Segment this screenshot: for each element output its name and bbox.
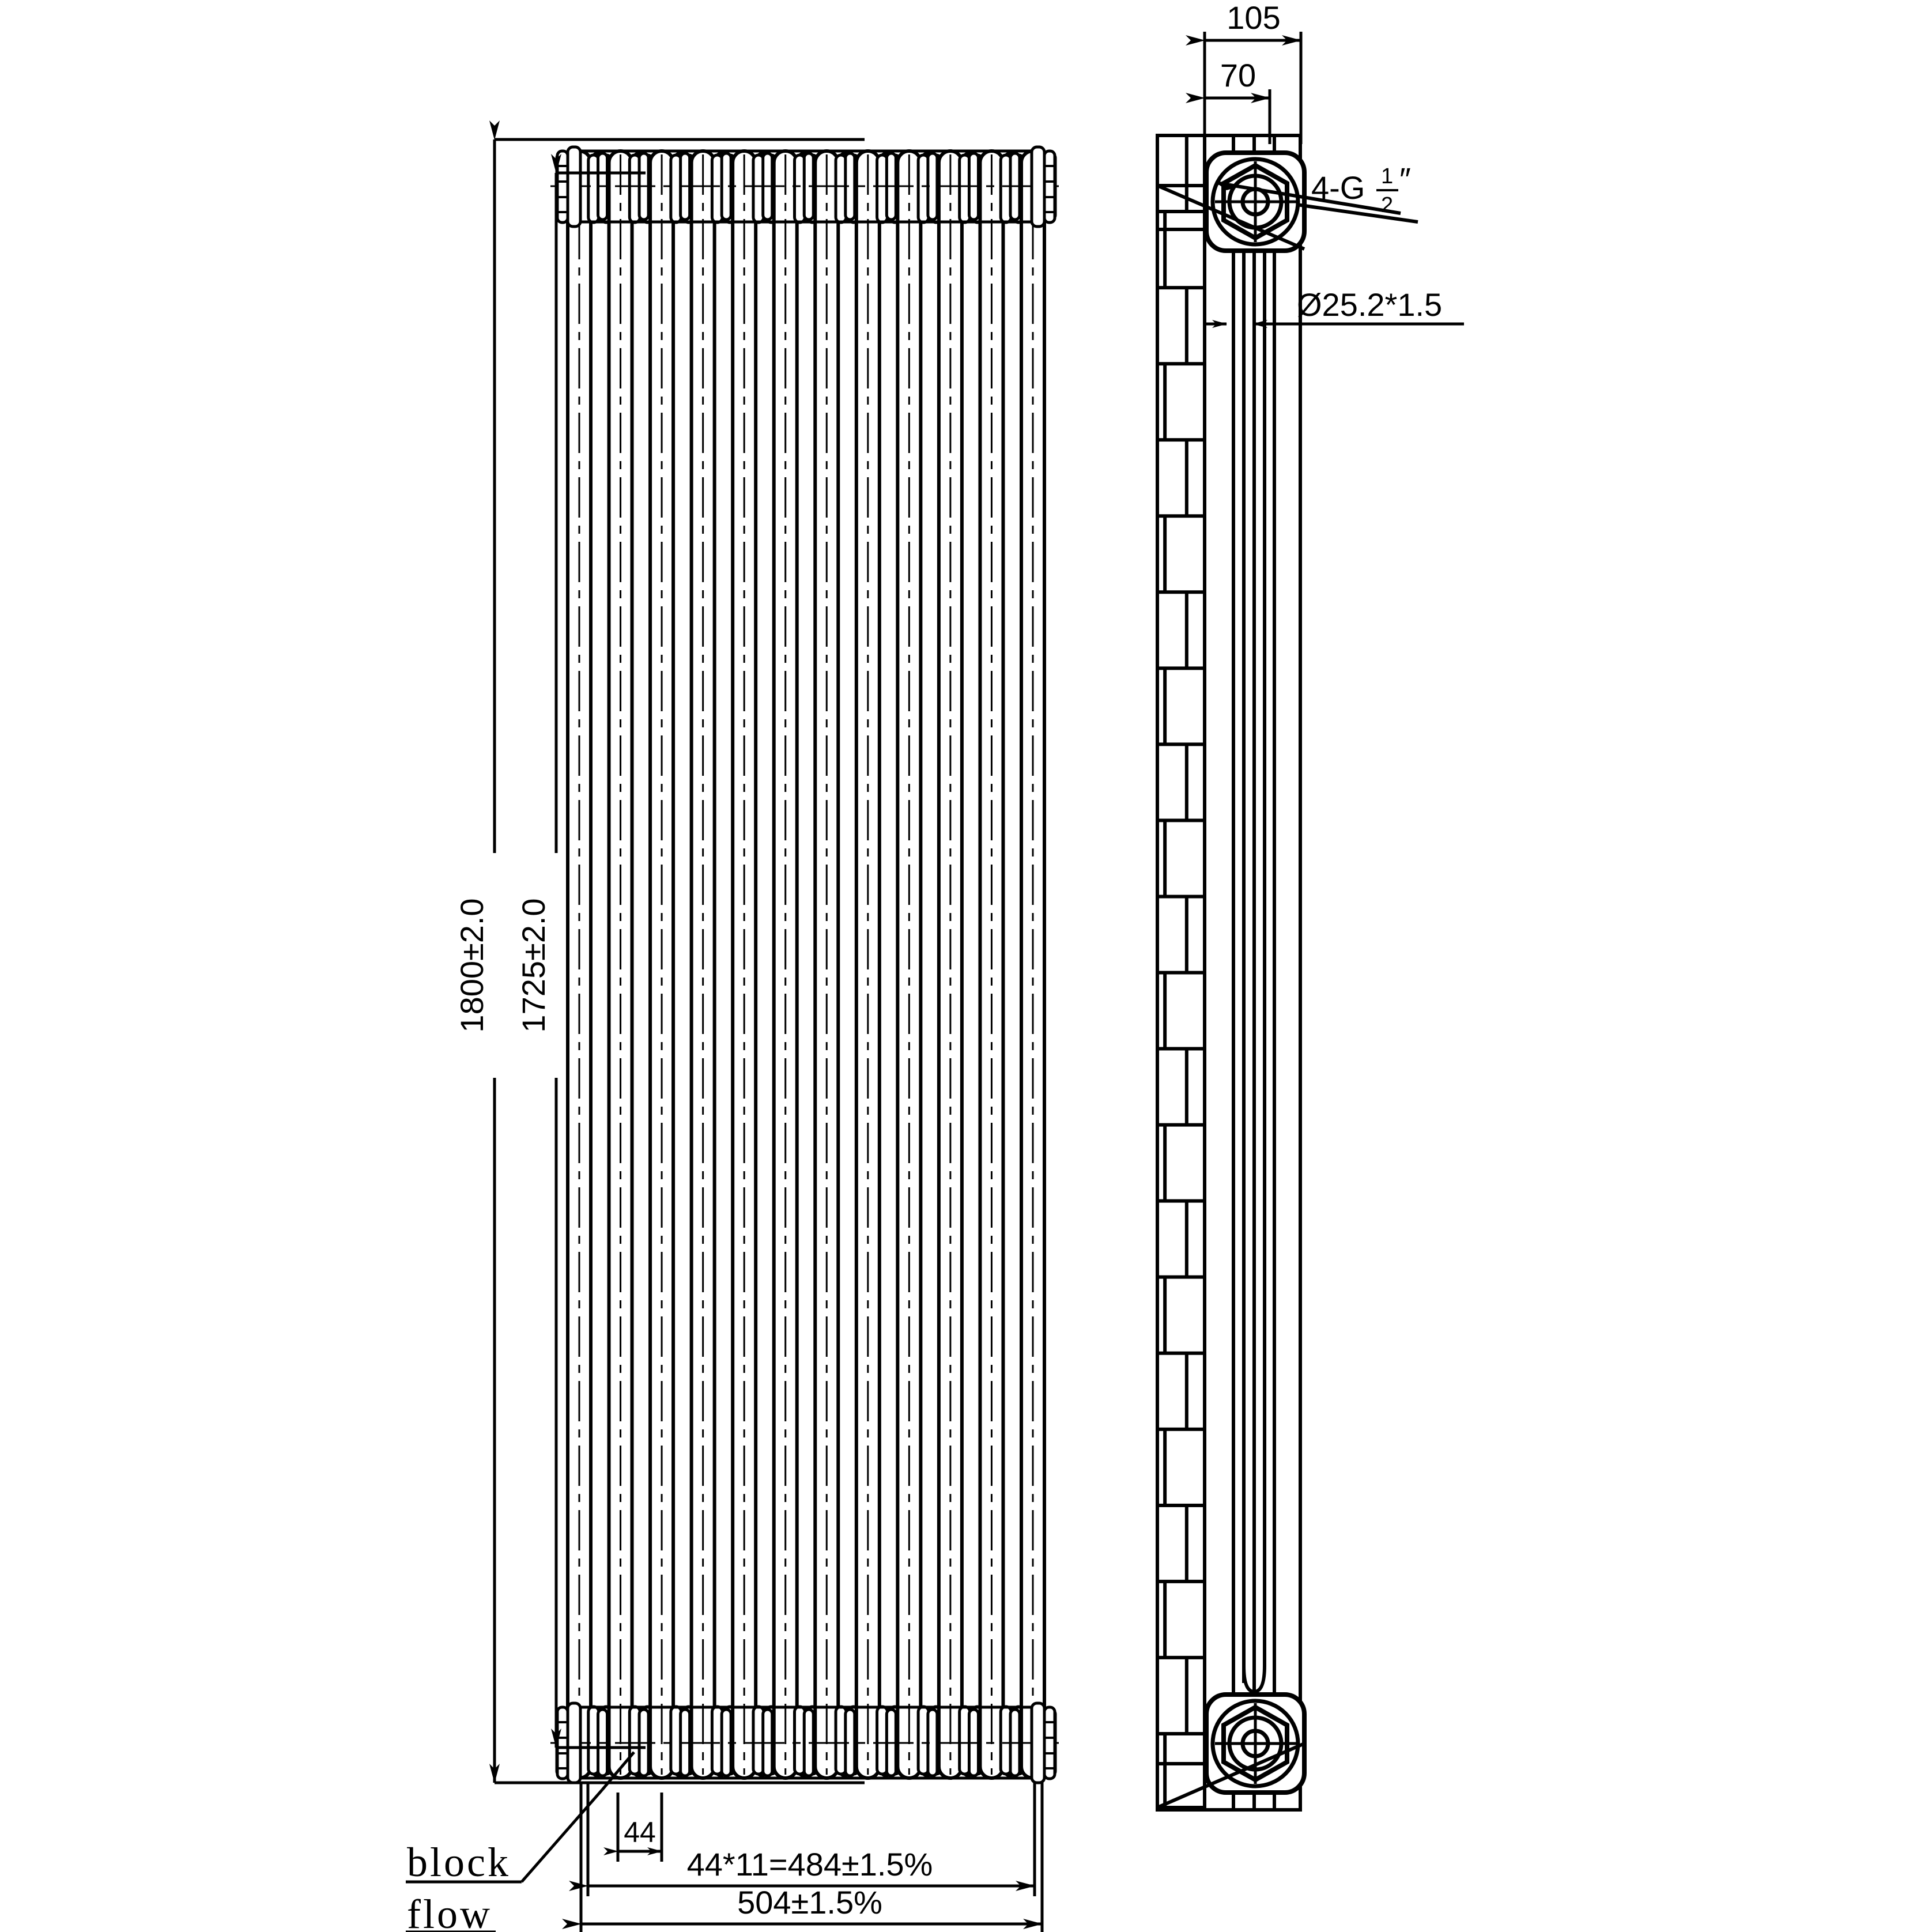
right-end-cap-top <box>1030 145 1056 228</box>
side-view-group <box>1156 134 1307 1812</box>
side-view-dimensions <box>1186 32 1464 328</box>
dim-overall-depth: 105 <box>1227 0 1280 36</box>
radiator-section <box>637 149 696 1780</box>
right-end-cap-bottom <box>1030 1701 1056 1784</box>
dim-center-height: 1725±2.0 <box>515 898 552 1032</box>
top-bracket-diagonal <box>1156 184 1305 251</box>
radiator-section <box>967 149 1025 1780</box>
radiator-section <box>1009 149 1057 1780</box>
side-profile-inner-lines <box>1232 135 1276 1810</box>
bottom-bracket-diagonal <box>1156 1742 1305 1809</box>
side-inner-tube <box>1242 242 1266 1694</box>
dim-wall-to-center: 70 <box>1220 57 1256 93</box>
vertical-dimensions <box>489 120 865 1784</box>
top-wall-bracket <box>1156 184 1205 231</box>
radiator-section <box>679 149 737 1780</box>
radiator-section <box>597 149 654 1780</box>
port-thread-leader <box>1216 181 1418 224</box>
bottom-wall-bracket <box>1156 1762 1205 1809</box>
brick-wall-hatch <box>1156 134 1206 1812</box>
dim-section-pitch: 44 <box>624 1816 656 1848</box>
radiator-columns <box>555 149 1057 1780</box>
manifold-centerlines <box>550 185 1061 1744</box>
bottom-port-assembly <box>1156 1692 1307 1809</box>
dim-overall-width: 504±1.5% <box>737 1884 882 1920</box>
radiator-section <box>555 149 613 1780</box>
radiator-section <box>802 149 861 1780</box>
svg-text:4-G: 4-G <box>1311 169 1365 206</box>
left-end-cap-bottom <box>556 1701 582 1784</box>
dim-overall-height: 1800±2.0 <box>454 898 490 1032</box>
radiator-section <box>926 149 984 1780</box>
top-port-assembly <box>1156 150 1307 253</box>
port-thread-label: 4-G 1 2 ″ <box>1311 161 1411 217</box>
svg-text:1: 1 <box>1381 164 1393 188</box>
svg-text:2: 2 <box>1381 193 1393 217</box>
label-flow: flow <box>407 1891 492 1932</box>
label-block: block <box>407 1839 511 1885</box>
horizontal-dimensions <box>562 1783 1044 1932</box>
radiator-section <box>885 149 943 1780</box>
radiator-section <box>720 149 778 1780</box>
radiator-section <box>844 149 902 1780</box>
dim-pitch-total: 44*11=484±1.5% <box>687 1846 933 1882</box>
svg-text:″: ″ <box>1399 161 1411 197</box>
radiator-section <box>761 149 819 1780</box>
left-end-cap-top <box>556 145 582 228</box>
manifold-edges <box>576 149 1032 1780</box>
dim-tube-spec: Ø25.2*1.5 <box>1297 286 1442 323</box>
block-flow-leaders <box>406 1751 635 1932</box>
front-view-group <box>550 145 1061 1784</box>
